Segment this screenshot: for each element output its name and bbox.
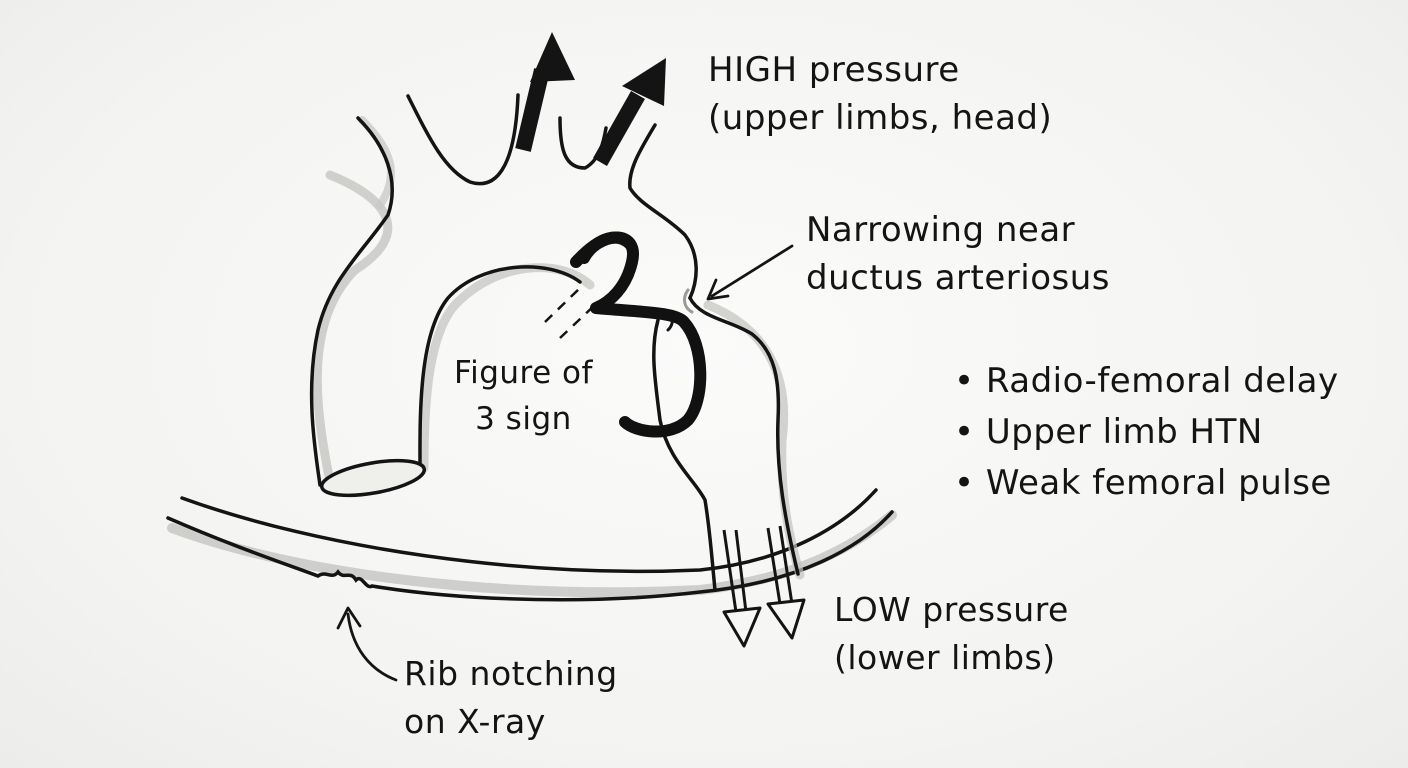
high-pressure-title: HIGH pressure — [708, 50, 960, 90]
clinical-sign-item: Upper limb HTN — [954, 407, 1339, 458]
narrowing-pointer-head — [706, 278, 730, 301]
clinical-sign-item: Weak femoral pulse — [954, 458, 1339, 509]
low-pressure-label: LOW pressure (lower limbs) — [834, 586, 1069, 682]
high-pressure-arrow-1 — [515, 32, 575, 152]
narrowing-line-2: ductus arteriosus — [806, 258, 1110, 298]
high-pressure-subtitle: (upper limbs, head) — [708, 98, 1053, 138]
aorta-shadow — [312, 170, 393, 487]
aorta-right-upper-wall — [628, 123, 698, 300]
low-pressure-subtitle: (lower limbs) — [834, 638, 1056, 677]
low-pressure-arrow-1 — [722, 529, 762, 648]
rib-notching-line-2: on X-ray — [404, 702, 546, 741]
high-pressure-label: HIGH pressure (upper limbs, head) — [708, 46, 1052, 142]
rib-notch-pointer-head — [336, 606, 362, 630]
ascending-aorta-cut-end — [319, 458, 427, 498]
clinical-signs-list: Radio-femoral delay Upper limb HTN Weak … — [954, 356, 1339, 509]
narrowing-label: Narrowing near ductus arteriosus — [806, 206, 1110, 302]
descending-aorta-outer — [688, 296, 800, 576]
low-pressure-title: LOW pressure — [834, 590, 1069, 629]
descending-shadow — [703, 300, 805, 580]
rib-notching-label: Rib notching on X-ray — [404, 650, 618, 746]
descending-aorta-inner — [652, 318, 717, 592]
narrowing-line-1: Narrowing near — [806, 210, 1076, 250]
rib-notching-line-1: Rib notching — [404, 654, 618, 693]
rib-lower-edge — [166, 510, 894, 602]
narrowing-pointer-arrow — [710, 244, 794, 298]
low-pressure-arrow-2 — [766, 525, 806, 640]
rib-shadow — [167, 510, 897, 598]
branch-shadow — [358, 116, 395, 209]
rib-notch-pointer-arrow — [346, 612, 398, 682]
figure-3-glyph — [578, 231, 707, 438]
ductus-dash-1 — [544, 287, 581, 323]
figure-of-3-line-1: Figure of — [454, 355, 593, 391]
figure-of-3-line-2: 3 sign — [475, 401, 572, 437]
clinical-sign-item: Radio-femoral delay — [954, 356, 1339, 407]
figure-3-glyph-top-bar — [570, 231, 636, 268]
branch-notch-left — [406, 93, 520, 186]
figure-of-3-label: Figure of 3 sign — [454, 350, 593, 442]
aorta-inner-arch — [418, 265, 582, 472]
rib-upper-edge — [180, 488, 878, 574]
high-pressure-arrow-2 — [593, 58, 666, 166]
coarctation-indentation-right — [683, 288, 694, 314]
aorta-outer-wall — [309, 116, 394, 487]
